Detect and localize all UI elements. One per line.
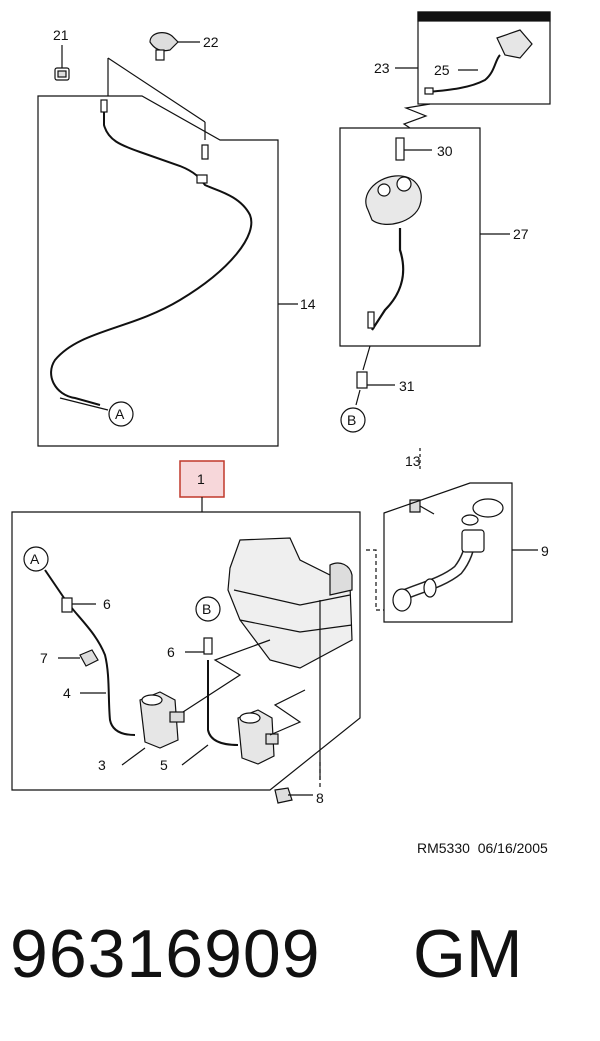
callout-5: 5 (160, 757, 168, 773)
hose-line (50, 104, 253, 406)
reservoir-group-1: 1 A 6 7 4 3 B 6 5 (11, 460, 361, 806)
callout-9: 9 (541, 543, 549, 559)
brand-name: GM (413, 916, 523, 992)
callout-30: 30 (437, 143, 453, 159)
callout-14: 14 (300, 296, 316, 312)
callout-13: 13 (405, 453, 421, 469)
callout-21: 21 (53, 27, 69, 43)
nozzle-22: 22 (149, 32, 219, 61)
hose-assembly-27: 30 27 B 31 (339, 127, 529, 433)
hose-connector (100, 99, 108, 113)
marker-a-top-label: A (115, 406, 125, 422)
callout-3: 3 (98, 757, 106, 773)
group-frame-9 (383, 482, 513, 623)
group-frame-27 (339, 127, 481, 347)
clip-21: 21 (53, 27, 70, 81)
marker-b-bottom (195, 596, 221, 622)
callout-8: 8 (316, 790, 324, 806)
callout-31: 31 (399, 378, 415, 394)
callout-6-right: 6 (167, 644, 175, 660)
group-frame-14 (37, 95, 279, 447)
marker-a-bottom-label: A (30, 551, 40, 567)
pump-3 (139, 691, 179, 749)
marker-b-bottom-label: B (202, 601, 211, 617)
callout-7: 7 (40, 650, 48, 666)
marker-a-bottom (23, 546, 49, 572)
callout-23: 23 (374, 60, 390, 76)
drawing-reference: RM5330 06/16/2005 (417, 840, 548, 856)
drawing-date: 06/16/2005 (477, 840, 548, 856)
pump-5 (237, 709, 275, 765)
callout-1-box (179, 460, 225, 498)
marker-b-top (340, 407, 366, 433)
drawing-ref-id: RM5330 (417, 840, 470, 856)
group-frame-1 (11, 511, 361, 791)
hose-assembly-14: A 14 (37, 57, 316, 447)
callout-25: 25 (434, 62, 450, 78)
marker-a-top (108, 401, 134, 427)
callout-6-left: 6 (103, 596, 111, 612)
callout-27: 27 (513, 226, 529, 242)
inset-23: 23 25 (374, 11, 551, 129)
callout-1: 1 (197, 471, 205, 487)
filler-neck-9: 13 9 (366, 448, 549, 623)
part-number: 96316909 (10, 916, 321, 992)
callout-22: 22 (203, 34, 219, 50)
marker-b-top-label: B (347, 412, 356, 428)
callout-4: 4 (63, 685, 71, 701)
